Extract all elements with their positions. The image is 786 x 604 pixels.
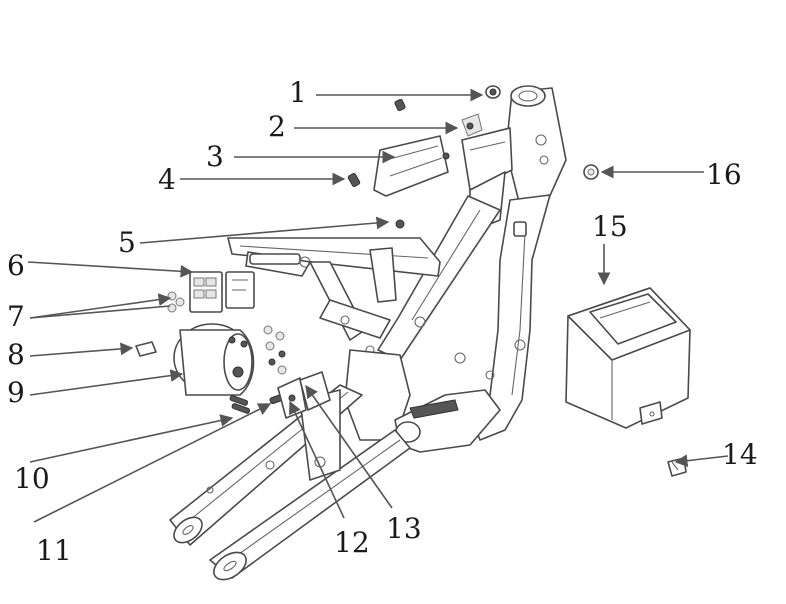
head-tube (505, 85, 567, 207)
part-9-motor (173, 323, 255, 396)
motorcycle-frame (169, 85, 567, 581)
leader-lines (27, 88, 729, 523)
callout-7: 7 (7, 300, 25, 333)
part-6-label-sheet (189, 271, 255, 313)
lower-rail (169, 384, 411, 581)
part-1-nut (485, 85, 501, 99)
part-2-bracket (461, 113, 483, 137)
part-16-grommet (583, 164, 599, 180)
callout-6: 6 (7, 249, 25, 282)
callout-10: 10 (14, 462, 50, 495)
rear-subframe (309, 247, 426, 355)
pivot-plate (344, 349, 501, 453)
part-4-bolt (347, 173, 361, 187)
callout-9: 9 (7, 376, 25, 409)
callout-2: 2 (268, 110, 286, 143)
part-3-cover-plate (373, 135, 450, 197)
callout-5: 5 (118, 226, 136, 259)
part-15-battery-box (565, 287, 691, 429)
part-spacers-stack (263, 325, 287, 375)
part-10-bolts (229, 395, 251, 414)
top-tube (377, 195, 501, 361)
part-5-nut (395, 219, 405, 229)
part-8-sleeve (135, 341, 157, 357)
callout-14: 14 (722, 438, 758, 471)
callout-11: 11 (36, 534, 72, 567)
callout-13: 13 (386, 512, 422, 545)
callout-12: 12 (334, 526, 370, 559)
callout-16: 16 (706, 158, 742, 191)
callout-labels: 1 2 3 4 5 6 7 8 9 10 11 12 13 14 15 16 (7, 76, 758, 567)
callout-8: 8 (7, 338, 25, 371)
down-tube (471, 194, 551, 441)
part-7-washers (167, 291, 185, 313)
callout-3: 3 (206, 140, 224, 173)
part-1-bolt (394, 98, 406, 112)
callout-1: 1 (289, 76, 307, 109)
callout-4: 4 (158, 163, 176, 196)
callout-15: 15 (592, 210, 628, 243)
